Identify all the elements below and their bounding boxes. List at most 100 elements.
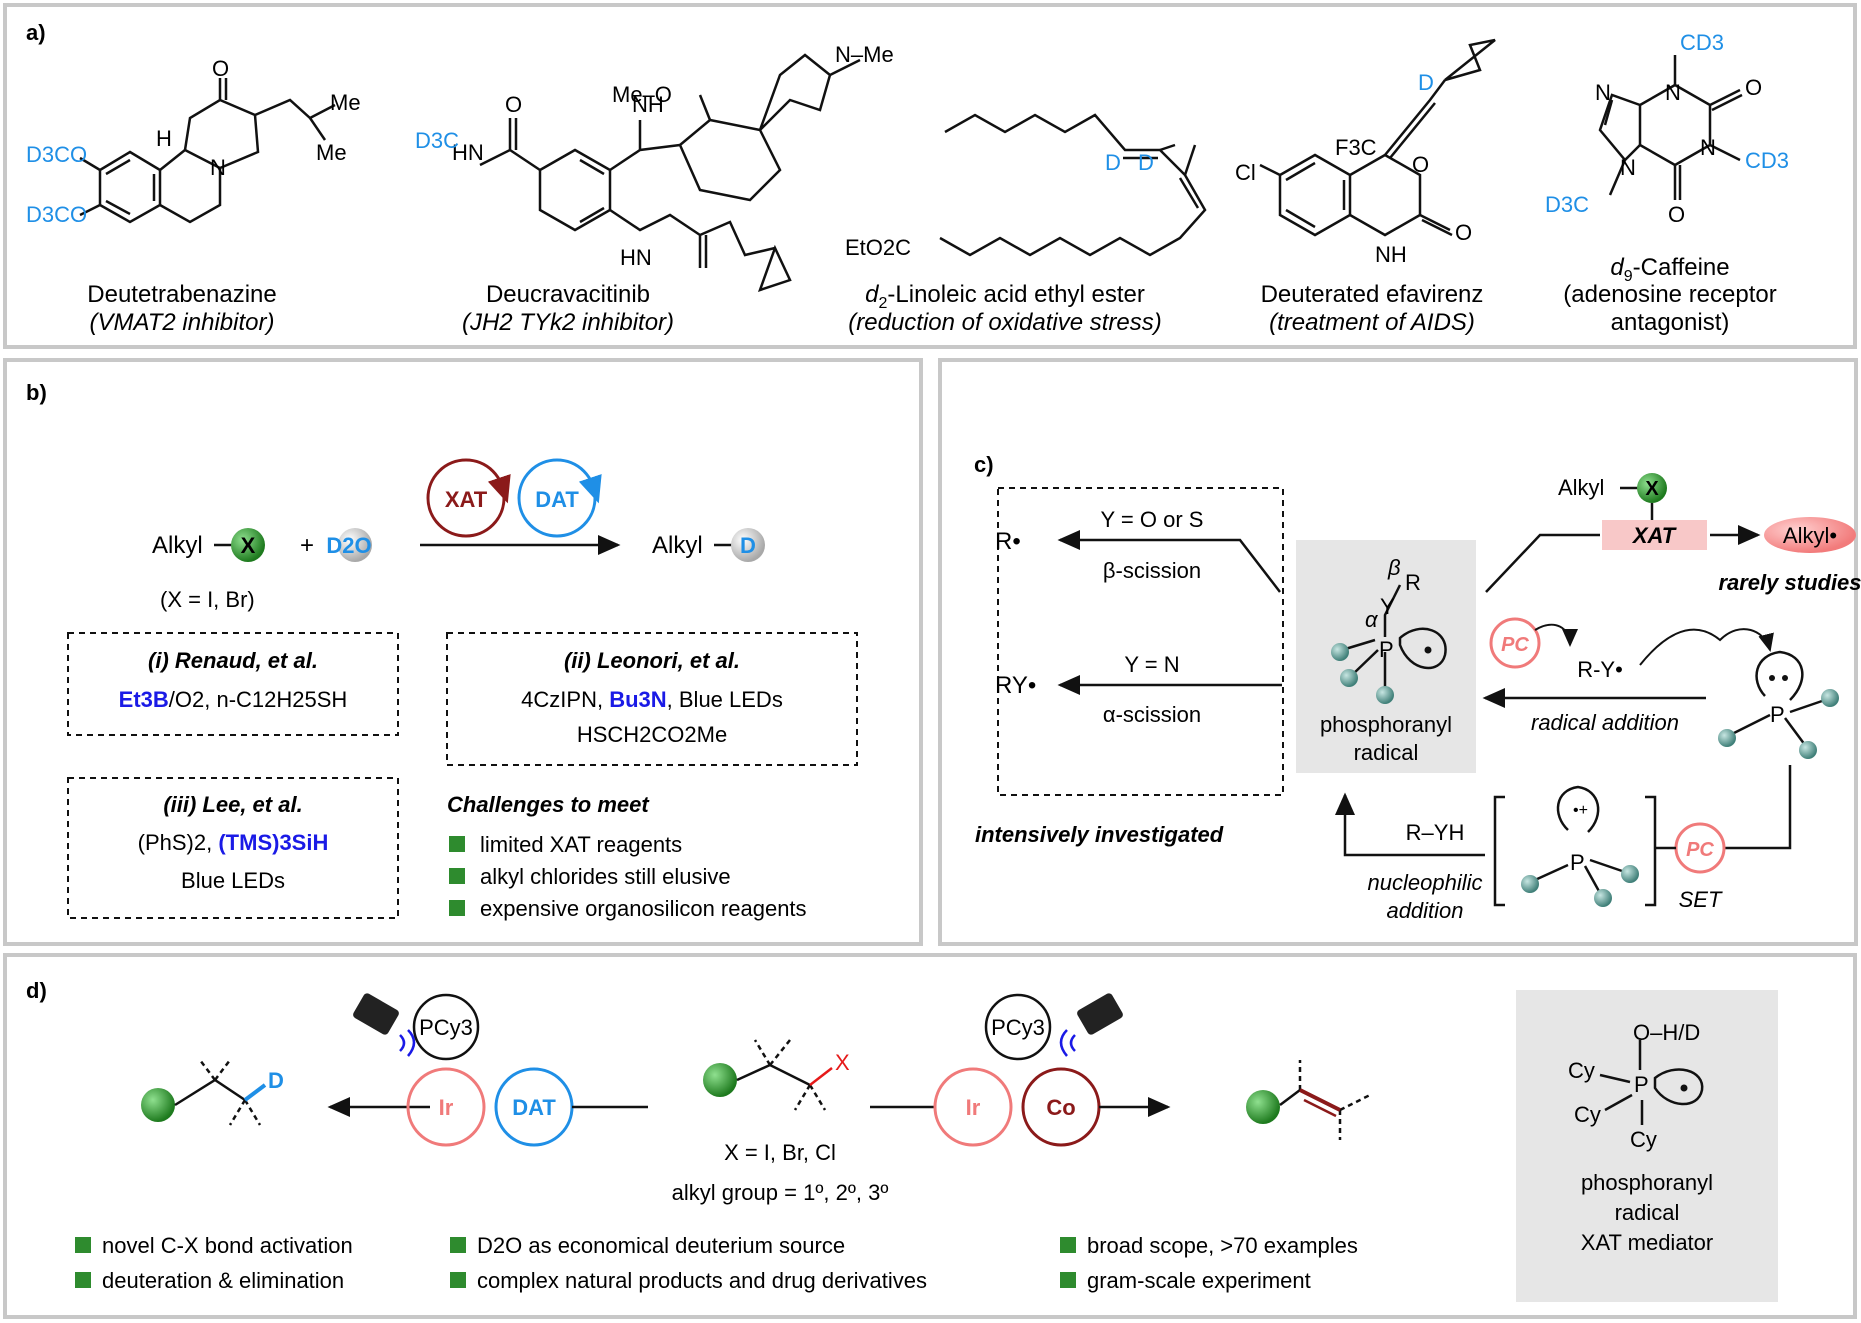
plus: + <box>300 532 314 559</box>
pcy3-left: PCy3 <box>419 1015 473 1040</box>
box-ii-line1: 4CzIPN, Bu3N, Blue LEDs <box>521 687 783 712</box>
r-radical: R• <box>995 528 1021 555</box>
c-alkyl: Alkyl <box>1558 475 1604 500</box>
feature-4: complex natural products and drug deriva… <box>477 1268 927 1293</box>
x-note: (X = I, Br) <box>160 587 255 612</box>
d2o: D2O <box>326 533 371 558</box>
product-d: D <box>740 533 756 558</box>
challenge-2: alkyl chlorides still elusive <box>480 864 731 889</box>
challenge-1: limited XAT reagents <box>480 832 682 857</box>
atom-hn-2: HN <box>620 245 652 270</box>
product-d-ball <box>731 528 765 562</box>
panel-c: c) R• Y = O or S β-scission RY• Y = N α-… <box>938 358 1861 946</box>
c-x: X <box>1645 478 1659 500</box>
atom-o-2: O <box>505 92 522 117</box>
atom-d-3: D <box>1418 70 1434 95</box>
dat-label: DAT <box>535 487 579 512</box>
panel-d: d) D PCy3 Ir DAT X X = I, Br, Cl alky <box>3 953 1857 1319</box>
feature-3: D2O as economical deuterium source <box>477 1233 845 1258</box>
pcy3-right: PCy3 <box>991 1015 1045 1040</box>
box-i-line: Et3B/O2, n-C12H25SH <box>119 687 348 712</box>
pc-label-1: PC <box>1501 634 1529 656</box>
ry-label: R-Y• <box>1577 657 1623 682</box>
caffeine-structure <box>1598 55 1743 200</box>
drug-name-2: Deucravacitinib <box>486 281 650 308</box>
drug-name-4: Deuterated efavirenz <box>1261 281 1484 308</box>
phos-label-2: radical <box>1354 740 1419 765</box>
panel-c-label: c) <box>974 452 994 477</box>
product-alkyl: Alkyl <box>652 532 703 559</box>
atom-n: N <box>210 155 226 180</box>
panel-d-label: d) <box>26 978 47 1003</box>
co-right: Co <box>1046 1095 1075 1120</box>
bullet <box>449 868 465 884</box>
challenge-3: expensive organosilicon reagents <box>480 896 807 921</box>
box-ii-line2: HSCH2CO2Me <box>577 722 727 747</box>
drug-desc-2: (JH2 TYk2 inhibitor) <box>462 309 674 336</box>
atom-f3c: F3C <box>1335 135 1377 160</box>
d-ball <box>338 528 372 562</box>
panel-b-label: b) <box>26 380 47 405</box>
atom-cd3-1: CD3 <box>1680 30 1724 55</box>
atom-d3co-2: D3CO <box>26 202 87 227</box>
ry-radical: RY• <box>995 672 1036 699</box>
set-label: SET <box>1679 887 1723 912</box>
atom-n-c3: N <box>1700 135 1716 160</box>
panel-a: a) O H N Me Me D3CO D3CO Deutetrabenazin… <box>3 3 1857 349</box>
drug-name-3: d2-Linoleic acid ethyl ester <box>865 281 1145 312</box>
atom-n-c2: N <box>1665 80 1681 105</box>
box-i-title: (i) Renaud, et al. <box>148 648 318 673</box>
box-iii-line2: Blue LEDs <box>181 868 285 893</box>
atom-h: H <box>156 126 172 151</box>
nuc-1: nucleophilic <box>1368 870 1483 895</box>
feature-1: novel C-X bond activation <box>102 1233 353 1258</box>
atom-cl: Cl <box>1235 160 1256 185</box>
atom-o: O <box>212 56 229 81</box>
d-left: D <box>268 1068 284 1093</box>
atom-o-c2: O <box>1668 202 1685 227</box>
atom-d-1: D <box>1105 150 1121 175</box>
x-label: X <box>241 533 256 558</box>
box-ii-title: (ii) Leonori, et al. <box>564 648 740 673</box>
nuc-2: addition <box>1386 898 1463 923</box>
phos-label-1: phosphoranyl <box>1320 712 1452 737</box>
atom-n-c1: N <box>1595 80 1611 105</box>
panel-a-label: a) <box>26 20 46 45</box>
box-iii-title: (iii) Lee, et al. <box>163 792 302 817</box>
atom-eto2c: EtO2C <box>845 235 911 260</box>
drug-desc-5b: antagonist) <box>1611 309 1730 336</box>
feature-6: gram-scale experiment <box>1087 1268 1311 1293</box>
box-renaud <box>67 632 399 736</box>
atom-nme: N–Me <box>835 42 894 67</box>
cy-1: Cy <box>1568 1058 1595 1083</box>
mediator-2: radical <box>1615 1200 1680 1225</box>
challenges-title: Challenges to meet <box>447 792 650 817</box>
drug-name-1: Deutetrabenazine <box>87 281 276 308</box>
drug-name-5: d9-Caffeine <box>1610 254 1729 285</box>
mediator-1: phosphoranyl <box>1581 1170 1713 1195</box>
drug-desc-4: (treatment of AIDS) <box>1269 309 1475 336</box>
oh-label: O–H/D <box>1633 1020 1700 1045</box>
intensively-label: intensively investigated <box>975 822 1224 847</box>
reactant-alkyl: Alkyl <box>152 532 203 559</box>
bullet <box>449 900 465 916</box>
atom-o-4: O <box>1455 220 1472 245</box>
c-xat: XAT <box>1631 523 1677 548</box>
ir-left: Ir <box>439 1095 454 1120</box>
atom-d3c-c: D3C <box>1545 192 1589 217</box>
alpha-sym: α <box>1365 607 1379 632</box>
atom-cd3-2: CD3 <box>1745 148 1789 173</box>
alkyl-note-d: alkyl group = 1º, 2º, 3º <box>672 1180 889 1205</box>
deutetrabenazine-structure <box>79 78 336 224</box>
beta-scission: β-scission <box>1103 558 1201 583</box>
plus-dot: •+ <box>1573 802 1588 819</box>
atom-n-c4: N <box>1620 155 1636 180</box>
mediator-3: XAT mediator <box>1581 1230 1713 1255</box>
p-sym-3: P <box>1570 850 1585 875</box>
linoleic-structure <box>939 113 1207 257</box>
y-sym: Y <box>1380 594 1395 619</box>
panel-b: b) Alkyl X + D2O XAT DAT Alkyl D (X = I,… <box>3 358 923 946</box>
atom-hn: HN <box>452 140 484 165</box>
atom-d3c: D3C <box>415 128 459 153</box>
